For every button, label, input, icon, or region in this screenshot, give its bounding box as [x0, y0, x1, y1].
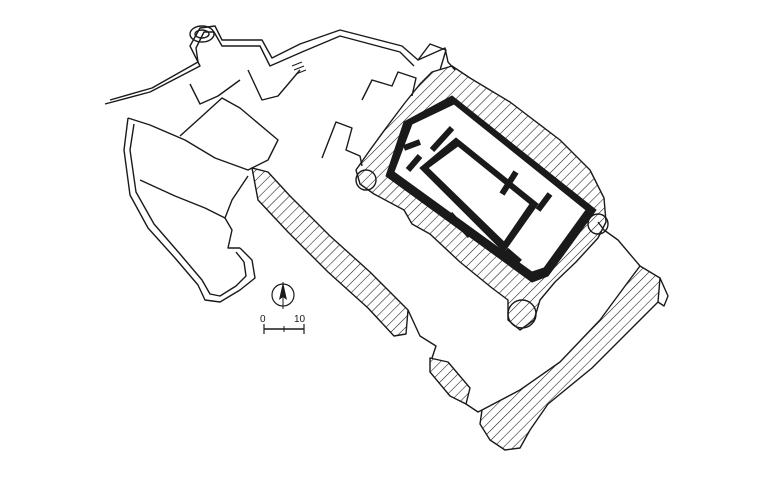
keep-tower-east — [587, 213, 609, 235]
scale-bar: 0 10 — [260, 314, 306, 334]
east-outer-wall — [597, 221, 641, 267]
hatched-southwest-wall — [251, 167, 409, 337]
round-tower-northwest — [189, 25, 215, 43]
scale-bar-start-label: 0 — [260, 314, 266, 325]
hatched-southeast-wall — [479, 265, 661, 451]
inner-court-wall-2 — [139, 175, 249, 219]
outer-curtain-wall-inner — [109, 31, 415, 101]
scale-bar-end-label: 10 — [294, 314, 306, 325]
partition-wall-2 — [247, 69, 301, 101]
small-room-north — [361, 71, 417, 101]
round-tower-northwest-inner — [194, 29, 210, 39]
north-arrow-icon — [271, 282, 295, 309]
inner-court-wall — [127, 97, 279, 171]
south-outer-wall-2 — [465, 403, 483, 413]
hatched-south-gate-wall — [429, 357, 471, 405]
south-outer-wall — [407, 309, 437, 359]
outer-curtain-wall — [104, 25, 456, 105]
gatehouse-north — [417, 43, 447, 71]
western-outer-wall — [123, 117, 256, 303]
small-room-middle — [321, 121, 363, 167]
partition-wall-3 — [189, 79, 241, 105]
western-outer-wall-inner — [129, 123, 247, 297]
staircase-icon — [291, 61, 307, 75]
keep-tower-southeast — [507, 299, 537, 329]
keep-tower-west — [355, 169, 377, 191]
east-outer-wall-2 — [657, 277, 669, 307]
keep-inner-building — [385, 95, 597, 283]
partition-wall-1 — [224, 217, 240, 249]
